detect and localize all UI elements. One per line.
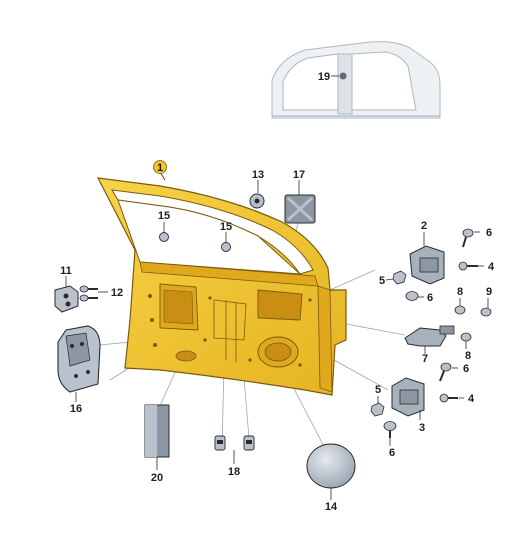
pad-17-part: [284, 194, 316, 224]
callout-ticks: [65, 171, 489, 500]
clip-18-left: [214, 435, 226, 451]
callout-16: 16: [70, 403, 82, 415]
callout-7: 7: [422, 353, 428, 365]
callout-4-lower: 4: [468, 393, 475, 405]
screw-6-upper-bottom: [405, 291, 419, 301]
callout-4-upper: 4: [488, 261, 495, 273]
callout-1: 1: [157, 162, 163, 174]
callout-5-lower: 5: [375, 384, 381, 396]
marker-19: [339, 72, 347, 80]
callout-6-upper-top: 6: [486, 227, 492, 239]
door-pocket-part: [57, 325, 101, 393]
main-part-marker: [153, 160, 167, 174]
upper-hinge-part: [409, 245, 445, 285]
callout-17: 17: [293, 169, 305, 181]
screw-12-top: [79, 285, 98, 293]
callout-8-top: 8: [457, 286, 463, 298]
callout-6-lower-top: 6: [463, 363, 469, 375]
clip-18-right: [243, 435, 255, 451]
callout-5-upper: 5: [379, 275, 385, 287]
nut-5-lower: [370, 402, 385, 417]
door-shell: [96, 177, 347, 396]
lower-hinge-part: [391, 377, 425, 417]
callout-14: 14: [325, 501, 338, 513]
screw-8-top: [454, 305, 466, 315]
callout-13: 13: [252, 169, 264, 181]
callout-12: 12: [111, 287, 123, 299]
callout-6-lower-bottom: 6: [389, 447, 395, 459]
door-check-part: [404, 325, 455, 347]
callout-labels: 1 19 13 17 15 15 11 12 16 20 18 14 2 6 4…: [60, 71, 495, 513]
callout-8-bottom: 8: [465, 350, 471, 362]
callout-18: 18: [228, 466, 240, 478]
plug-15-right: [221, 242, 231, 252]
screw-6-lower-bottom: [383, 421, 397, 438]
screw-6-lower-top: [439, 362, 452, 382]
bolt-4-upper: [458, 261, 478, 271]
callout-20: 20: [151, 472, 163, 484]
body-inset: [271, 41, 441, 119]
plug-15-left: [159, 232, 169, 242]
callout-2: 2: [421, 220, 427, 232]
callout-11: 11: [60, 265, 72, 277]
seal-strip-part: [144, 404, 170, 458]
screw-6-upper-top: [462, 228, 474, 248]
bolt-4-lower: [439, 393, 458, 403]
callout-3: 3: [419, 422, 425, 434]
callout-9: 9: [486, 286, 492, 298]
screw-9: [480, 307, 492, 317]
screw-12-bottom: [79, 294, 98, 302]
cover-cap-part: [306, 443, 356, 489]
callout-15-right: 15: [220, 221, 232, 233]
door-bracket-part: [54, 285, 79, 313]
callout-19: 19: [318, 71, 330, 83]
plug-13-part: [249, 193, 265, 209]
callout-15-left: 15: [158, 210, 170, 222]
screw-8-bottom: [460, 332, 472, 342]
callout-6-upper-bottom: 6: [427, 292, 433, 304]
nut-5-upper: [392, 270, 407, 285]
